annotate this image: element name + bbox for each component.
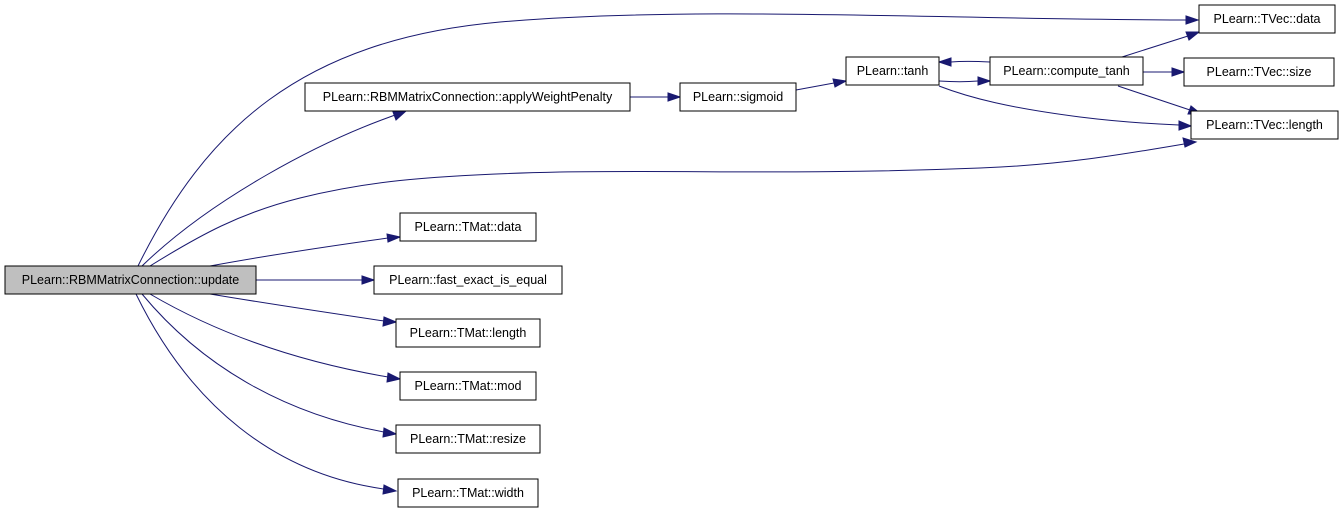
node-label: PLearn::TVec::data [1213, 12, 1320, 26]
edge-compute-tanh-to-tanh [950, 60, 991, 63]
node-fast-exact-is-equal[interactable]: PLearn::fast_exact_is_equal [373, 265, 563, 295]
node-tmat-mod[interactable]: PLearn::TMat::mod [399, 371, 537, 401]
node-tmat-resize[interactable]: PLearn::TMat::resize [395, 424, 541, 454]
edge-update-to-tmat-data [209, 237, 389, 267]
edge-update-to-tmat-data-arrow [386, 233, 402, 243]
node-label: PLearn::TVec::size [1207, 65, 1312, 79]
edge-update-to-tmat-mod [149, 293, 389, 378]
edge-compute-tanh-to-tanh-arrow [937, 57, 952, 67]
edge-sigmoid-to-tanh-arrow [832, 78, 848, 88]
edge-tanh-to-compute-tanh-arrow [977, 76, 992, 86]
node-label: PLearn::TMat::length [410, 326, 527, 340]
edge-update-to-tmat-resize [141, 293, 385, 433]
node-label: PLearn::fast_exact_is_equal [389, 273, 547, 287]
edge-update-to-tmat-mod-arrow [386, 372, 402, 383]
node-tmat-data[interactable]: PLearn::TMat::data [399, 212, 537, 242]
node-compute-tanh[interactable]: PLearn::compute_tanh [989, 56, 1144, 86]
edge-update-to-applyweightpenalty [141, 111, 405, 267]
edge-update-to-tvec-data [137, 13, 1197, 267]
edge-applyweightpenalty-to-sigmoid-arrow [667, 92, 682, 102]
edge-update-to-applyweightpenalty-arrow [392, 110, 408, 121]
edge-update-to-tmat-length [209, 293, 385, 322]
edge-update-to-tvec-length [149, 142, 1191, 267]
node-tmat-width[interactable]: PLearn::TMat::width [397, 478, 539, 508]
edge-update-to-tmat-resize-arrow [382, 427, 398, 438]
edge-update-to-fast-exact-is-equal-arrow [361, 275, 376, 285]
edges [135, 13, 1203, 495]
node-update[interactable]: PLearn::RBMMatrixConnection::update [4, 265, 257, 295]
node-label: PLearn::TMat::width [412, 486, 524, 500]
node-label: PLearn::RBMMatrixConnection::applyWeight… [323, 90, 613, 104]
node-tmat-length[interactable]: PLearn::TMat::length [395, 318, 541, 348]
edge-tanh-to-compute-tanh [938, 80, 979, 83]
node-label: PLearn::TMat::mod [415, 379, 522, 393]
node-label: PLearn::TMat::data [414, 220, 521, 234]
node-label: PLearn::RBMMatrixConnection::update [22, 273, 240, 287]
node-sigmoid[interactable]: PLearn::sigmoid [679, 82, 797, 112]
node-tvec-length[interactable]: PLearn::TVec::length [1190, 110, 1339, 140]
edge-compute-tanh-to-tvec-size-arrow [1171, 67, 1186, 77]
edge-tanh-to-tvec-length-arrow [1178, 120, 1193, 131]
node-label: PLearn::TVec::length [1206, 118, 1323, 132]
node-tanh[interactable]: PLearn::tanh [845, 56, 940, 86]
node-label: PLearn::sigmoid [693, 90, 783, 104]
edge-update-to-tmat-width [135, 293, 385, 490]
edge-compute-tanh-to-tvec-length [1117, 85, 1191, 111]
edge-compute-tanh-to-tvec-data-arrow [1185, 31, 1201, 41]
node-tvec-data[interactable]: PLearn::TVec::data [1198, 4, 1336, 34]
edge-compute-tanh-to-tvec-data [1121, 35, 1189, 58]
edge-tanh-to-tvec-length [938, 85, 1180, 126]
edge-update-to-tvec-length-arrow [1182, 137, 1198, 148]
node-label: PLearn::TMat::resize [410, 432, 526, 446]
node-tvec-size[interactable]: PLearn::TVec::size [1183, 57, 1335, 87]
edge-update-to-tvec-data-arrow [1185, 15, 1200, 25]
node-label: PLearn::compute_tanh [1003, 64, 1130, 78]
node-label: PLearn::tanh [857, 64, 929, 78]
edge-sigmoid-to-tanh [795, 82, 835, 91]
node-applyweightpenalty[interactable]: PLearn::RBMMatrixConnection::applyWeight… [304, 82, 631, 112]
edge-update-to-tmat-length-arrow [382, 316, 398, 327]
edge-update-to-tmat-width-arrow [382, 484, 398, 495]
